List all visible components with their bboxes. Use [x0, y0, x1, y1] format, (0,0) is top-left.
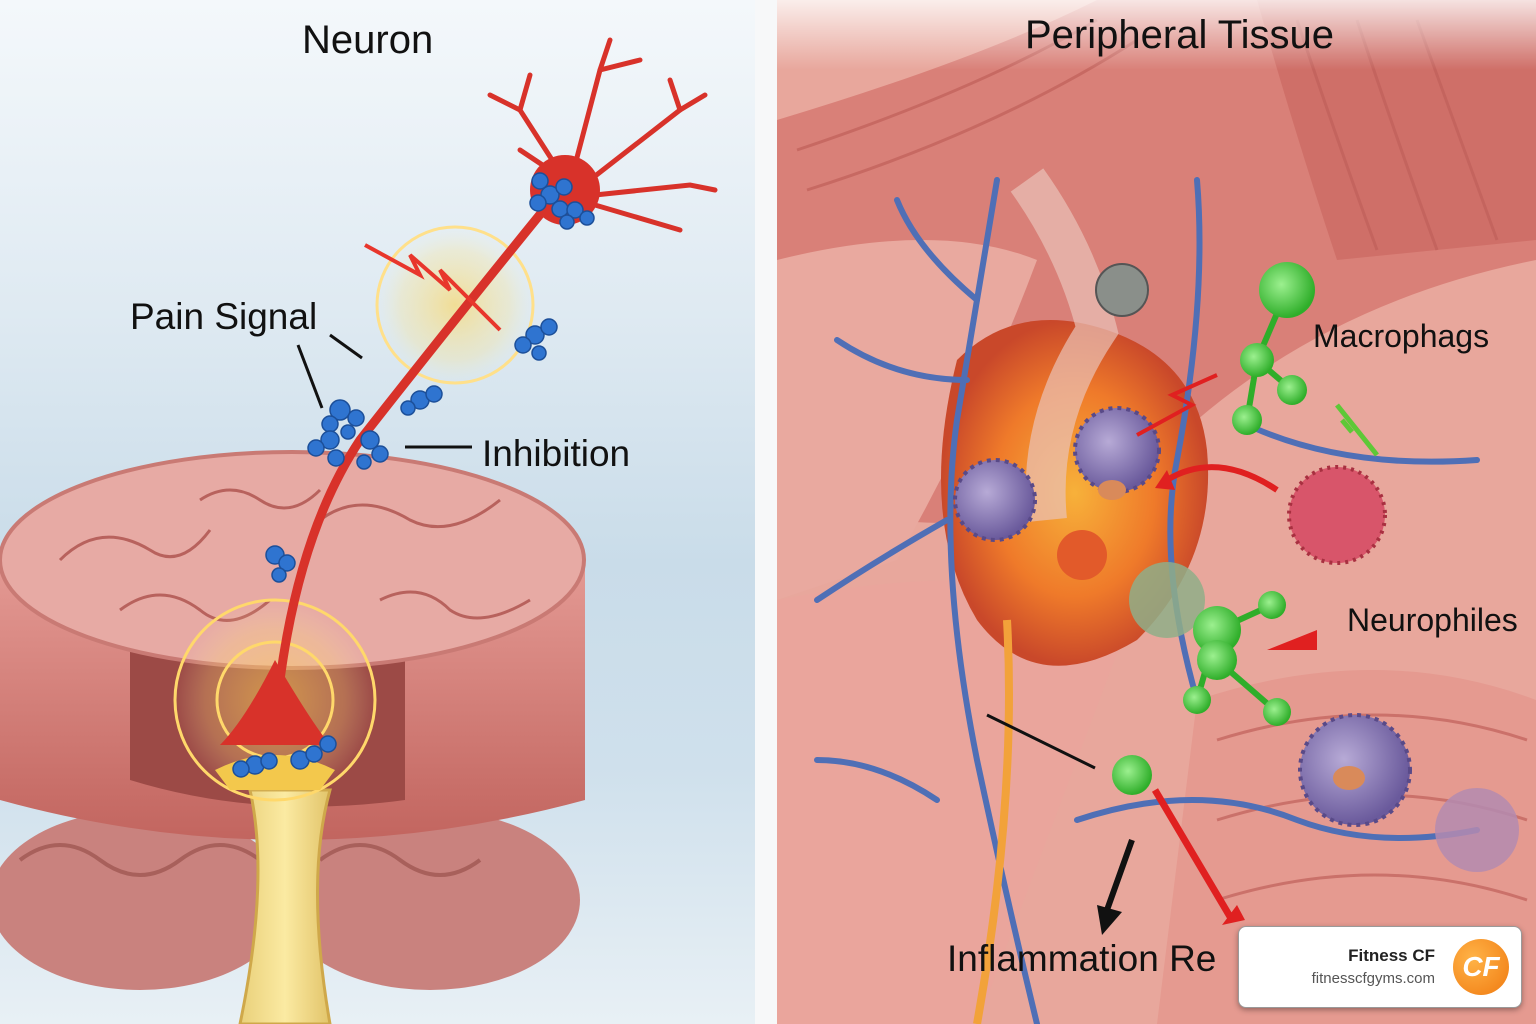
inflammation-label: Inflammation Re [947, 938, 1217, 979]
macrophages-label: Macrophags [1313, 318, 1490, 354]
macrophage-network [1112, 262, 1315, 795]
synapse-terminal [220, 660, 330, 745]
receptor-molecules [232, 172, 595, 778]
leader-lines [296, 333, 472, 449]
cf-logo-icon: CF [1453, 939, 1509, 995]
dendrites [487, 37, 718, 233]
spinal-cord [238, 788, 332, 1024]
panel-divider [755, 0, 777, 1024]
brain-lobes [0, 810, 580, 990]
neuron-illustration [0, 37, 718, 1024]
neutrophils-label: Neurophiles [1347, 602, 1518, 638]
pain-bolt-icon [364, 243, 502, 332]
immune-cells [953, 263, 1519, 872]
inhibition-label: Inhibition [482, 433, 631, 474]
neuron-panel: Neuron Pain Signal Inhibition [0, 0, 755, 1024]
axon [275, 185, 565, 685]
leader-line-inflammation [986, 713, 1096, 770]
fitness-cf-watermark: Fitness CF fitnesscfgyms.com CF [1238, 926, 1522, 1008]
watermark-url: fitnesscfgyms.com [1311, 970, 1435, 987]
tissue-illustration [777, 0, 1536, 1024]
signal-arrows [1097, 373, 1379, 935]
nerve-fiber [973, 619, 1013, 1024]
neuron-title: Neuron [302, 18, 434, 62]
peripheral-tissue-title: Peripheral Tissue [1025, 13, 1335, 57]
watermark-name: Fitness CF [1348, 946, 1435, 965]
peripheral-tissue-panel: Peripheral Tissue Macrophags Neurophiles… [777, 0, 1536, 1024]
pain-signal-label: Pain Signal [130, 296, 318, 337]
